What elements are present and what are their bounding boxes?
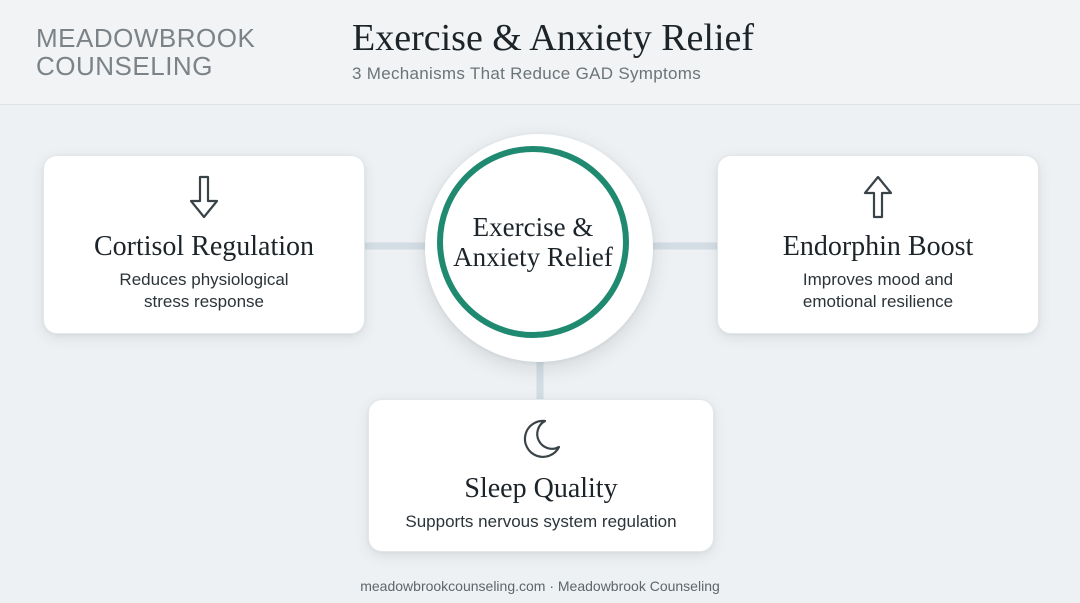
mechanism-title: Cortisol Regulation bbox=[93, 231, 315, 262]
brand-logo: MEADOWBROOK COUNSELING bbox=[36, 24, 255, 80]
footer-text: meadowbrookcounseling.com · Meadowbrook … bbox=[360, 578, 720, 594]
central-hub: Exercise & Anxiety Relief bbox=[425, 134, 653, 362]
mechanism-title: Endorphin Boost bbox=[782, 231, 974, 262]
header-bar: MEADOWBROOK COUNSELING Exercise & Anxiet… bbox=[0, 0, 1080, 105]
moon-icon bbox=[523, 419, 561, 458]
brand-line-1: MEADOWBROOK bbox=[36, 23, 256, 53]
mechanism-card-endorphin: Endorphin Boost Improves mood and emotio… bbox=[717, 155, 1039, 334]
description-line-2: emotional resilience bbox=[802, 292, 954, 311]
page-subtitle: 3 Mechanisms That Reduce GAD Symptoms bbox=[352, 64, 702, 83]
description-line-2: stress response bbox=[144, 292, 264, 311]
mechanism-description: Reduces physiological stress response bbox=[44, 269, 364, 313]
mechanism-description: Supports nervous system regulation bbox=[405, 512, 677, 531]
hub-ring: Exercise & Anxiety Relief bbox=[437, 146, 629, 338]
hub-label: Exercise & Anxiety Relief bbox=[453, 212, 613, 272]
hub-label-line-2: Anxiety Relief bbox=[453, 242, 613, 272]
page-title: Exercise & Anxiety Relief bbox=[352, 17, 755, 59]
description-line-1: Improves mood and bbox=[802, 270, 954, 289]
arrow-up-icon bbox=[863, 175, 893, 219]
brand-line-2: COUNSELING bbox=[36, 51, 213, 81]
arrow-down-icon bbox=[189, 175, 219, 219]
mechanism-description: Improves mood and emotional resilience bbox=[718, 269, 1038, 313]
description-line-1: Reduces physiological bbox=[119, 270, 289, 289]
mechanism-card-sleep: Sleep Quality Supports nervous system re… bbox=[368, 399, 714, 552]
mechanism-title: Sleep Quality bbox=[464, 473, 618, 504]
mechanism-card-cortisol: Cortisol Regulation Reduces physiologica… bbox=[43, 155, 365, 334]
hub-label-line-1: Exercise & bbox=[472, 212, 594, 242]
